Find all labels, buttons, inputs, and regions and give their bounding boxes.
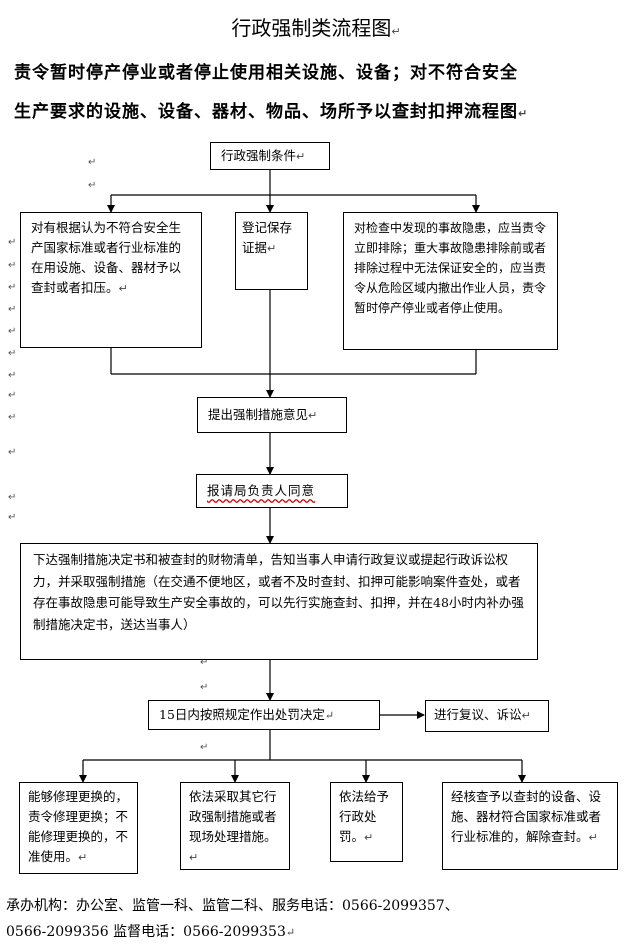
decision-node-text: 15日内按照规定作出处罚决定 [159,707,325,722]
outcome-box-1: 能够修理更换的，责令修理更换；不能修理更换的，不准使用。↵ [19,782,138,874]
propose-node: 提出强制措施意见↵ [197,397,347,433]
title-text: 行政强制类流程图 [231,16,392,40]
footer-line-1: 承办机构：办公室、监管一科、监管二科、服务电话：0566-2099357、 [6,898,459,914]
condition-box-right: 对检查中发现的事故隐患，应当责令立即排除；重大事故隐患排除前或者排除过程中无法保… [343,212,558,350]
outcome-2-text: 依法采取其它行政强制措施或者现场处理措施。 [189,789,277,844]
svg-text:↵: ↵ [8,304,16,315]
propose-node-text: 提出强制措施意见 [208,407,309,422]
outcome-3-text: 依法给予行政处罚。 [339,789,390,844]
outcome-box-3: 依法给予行政处罚。↵ [330,782,403,862]
svg-text:↵: ↵ [200,657,208,668]
outcome-1-text: 能够修理更换的，责令修理更换；不能修理更换的，不准使用。 [28,789,129,864]
issue-node-text: 下达强制措施决定书和被查封的财物清单，告知当事人申请行政复议或提起行政诉讼权力，… [33,552,524,632]
review-node: 进行复议、诉讼↵ [425,700,549,732]
svg-text:↵: ↵ [8,412,16,423]
outcome-4-text: 经核查予以查封的设备、设施、器材符合国家标准或者行业标准的，解除查封。 [451,789,602,844]
start-node: 行政强制条件↵ [210,142,330,170]
svg-text:↵: ↵ [8,260,16,271]
approve-node: 报请局负责人同意 [196,474,348,508]
svg-text:↵: ↵ [8,348,16,359]
page-title: 行政强制类流程图↵ [0,12,632,41]
footer-contact: 承办机构：办公室、监管一科、监管二科、服务电话：0566-2099357、 05… [6,893,626,946]
condition-box-left: 对有根据认为不符合安全生产国家标准或者行业标准的在用设施、设备、器材予以查封或者… [20,212,202,348]
subtitle-text-1: 责令暂时停产停业或者停止使用相关设施、设备；对不符合安全 [14,63,518,83]
svg-text:↵: ↵ [8,370,16,381]
review-node-text: 进行复议、诉讼 [434,707,522,722]
footer-line-2-wrap: 0566-2099356 监督电话：0566-2099353↵ [6,924,296,940]
svg-text:↵: ↵ [8,282,16,293]
outcome-box-2: 依法采取其它行政强制措施或者现场处理措施。↵ [180,782,290,870]
svg-text:↵: ↵ [8,390,16,401]
approve-node-text: 报请局负责人同意 [207,483,316,498]
subtitle-text-2: 生产要求的设施、设备、器材、物品、场所予以查封扣押流程图 [14,102,518,122]
start-node-text: 行政强制条件 [221,148,297,163]
svg-text:↵: ↵ [8,326,16,337]
svg-text:↵: ↵ [88,180,96,191]
svg-text:↵: ↵ [8,512,16,523]
svg-text:↵: ↵ [8,492,16,503]
svg-text:↵: ↵ [8,447,16,458]
decision-node: 15日内按照规定作出处罚决定↵ [148,700,380,730]
paragraph-mark: ↵ [518,107,529,120]
condition-middle-text: 登记保存证据 [242,220,293,255]
svg-text:↵: ↵ [200,742,208,753]
subtitle-line-1: 责令暂时停产停业或者停止使用相关设施、设备；对不符合安全 [14,58,620,83]
issue-node: 下达强制措施决定书和被查封的财物清单，告知当事人申请行政复议或提起行政诉讼权力，… [20,543,538,660]
paragraph-mark: ↵ [391,25,401,38]
condition-box-middle: 登记保存证据↵ [235,212,308,290]
footer-line-2: 0566-2099356 监督电话：0566-2099353 [6,924,286,940]
svg-text:↵: ↵ [8,237,16,248]
svg-text:↵: ↵ [88,157,96,168]
condition-right-text: 对检查中发现的事故隐患，应当责令立即排除；重大事故隐患排除前或者排除过程中无法保… [354,221,547,315]
subtitle-line-2: 生产要求的设施、设备、器材、物品、场所予以查封扣押流程图↵ [14,97,620,122]
outcome-box-4: 经核查予以查封的设备、设施、器材符合国家标准或者行业标准的，解除查封。↵ [442,782,618,870]
condition-left-text: 对有根据认为不符合安全生产国家标准或者行业标准的在用设施、设备、器材予以查封或者… [31,220,182,295]
svg-text:↵: ↵ [200,682,208,693]
